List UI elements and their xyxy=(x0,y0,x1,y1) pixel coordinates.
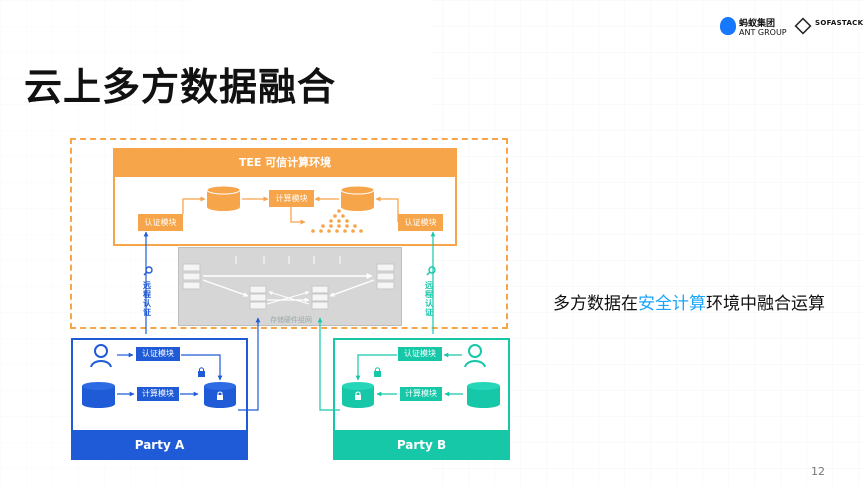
right-description-after: 环境中融合运算 xyxy=(706,294,825,314)
remote-auth-left-label: 远程认证 xyxy=(143,281,151,317)
tee-title: TEE 可信计算环境 xyxy=(113,148,457,177)
ant-group-logo: 蚂蚁集团 ANT GROUP xyxy=(720,14,790,40)
party-a-title: Party A xyxy=(71,430,248,460)
tee-auth-module-right: 认证模块 xyxy=(398,214,443,231)
ant-logo-en: ANT GROUP xyxy=(739,28,787,37)
remote-auth-right-label: 远程认证 xyxy=(425,281,433,317)
party-a-compute-module: 计算模块 xyxy=(137,387,179,401)
right-description-before: 多方数据在 xyxy=(553,294,638,314)
party-b-compute-module: 计算模块 xyxy=(400,387,442,401)
storage-network-label: 存储硬件组网 xyxy=(270,316,312,324)
page-number: 12 xyxy=(811,465,825,478)
ant-logo-icon xyxy=(720,17,736,35)
ant-logo-cn: 蚂蚁集团 xyxy=(739,19,776,29)
page-title: 云上多方数据融合 xyxy=(24,65,337,109)
party-a-auth-module: 认证模块 xyxy=(136,347,180,361)
party-b-title: Party B xyxy=(333,430,510,460)
party-b-auth-module: 认证模块 xyxy=(398,347,442,361)
right-description: 多方数据在安全计算环境中融合运算 xyxy=(553,289,825,314)
sofastack-logo-icon xyxy=(794,17,812,35)
tee-auth-module-left: 认证模块 xyxy=(138,214,183,231)
right-description-highlight: 安全计算 xyxy=(638,294,706,314)
sofastack-logo-text: SOFASTACK xyxy=(815,19,864,27)
tee-compute-module: 计算模块 xyxy=(269,190,314,207)
cloud-boundary xyxy=(70,138,508,329)
sofastack-logo: SOFASTACK xyxy=(794,17,864,35)
